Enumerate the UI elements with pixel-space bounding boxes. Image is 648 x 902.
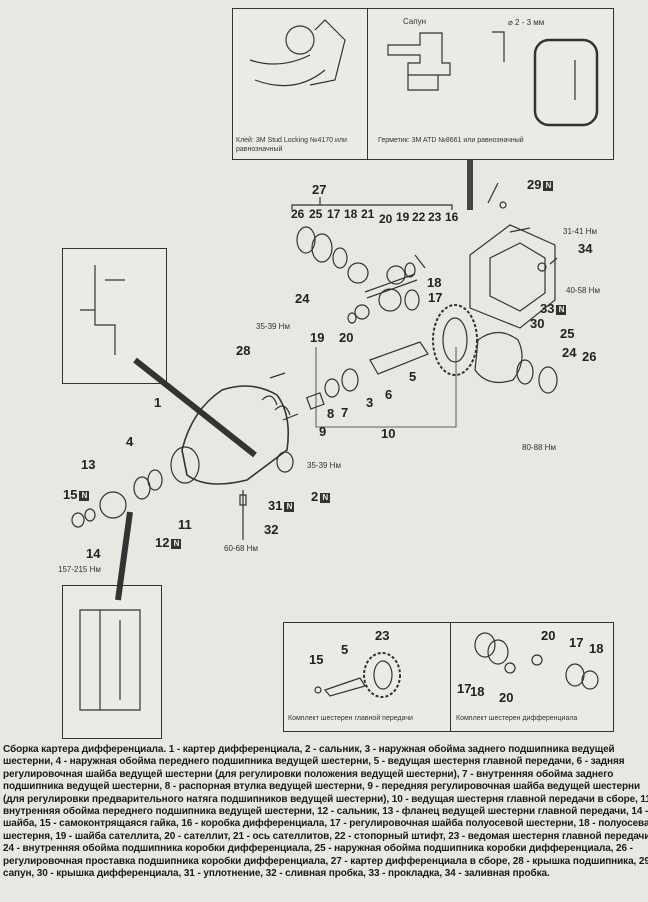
new-part-badge: N: [79, 490, 90, 501]
new-part-badge: N: [284, 501, 295, 512]
part-label: 1: [154, 395, 162, 410]
part-label: 5: [409, 369, 417, 384]
part-label: 17: [428, 290, 443, 305]
part-label: 32: [264, 522, 279, 537]
inset-flange-detail: [62, 248, 167, 384]
inset-seal-detail: [62, 585, 162, 739]
part-label: 24: [562, 345, 577, 360]
inset-differential-gear-set: [450, 622, 614, 732]
part-label: 20: [541, 628, 556, 643]
inset-sealant-caption: Герметик: 3M ATD №8661 или равнозначный: [378, 137, 524, 144]
breather-label: Сапун: [403, 17, 427, 26]
torque-label: 60-68 Нм: [224, 544, 258, 553]
part-label: 6: [385, 387, 393, 402]
torque-label: 40-58 Нм: [566, 286, 600, 295]
part-label: 17: [569, 635, 584, 650]
torque-label: 80-88 Нм: [522, 443, 556, 452]
part-label: 22: [412, 210, 426, 224]
part-label: 25: [309, 207, 323, 221]
part-label: 26: [291, 207, 305, 221]
torque-label: 35-39 Нм: [307, 461, 341, 470]
part-label: 17: [457, 681, 472, 696]
torque-label: 31-41 Нм: [563, 227, 597, 236]
part-label: 18: [589, 641, 604, 656]
differential-gear-set-caption: Комплект шестерен дифференциала: [456, 715, 578, 722]
part-label: 18: [470, 684, 485, 699]
part-label: 21: [361, 207, 375, 221]
part-label: 30: [530, 316, 545, 331]
part-label: 23: [375, 628, 390, 643]
part-label: 18: [344, 207, 358, 221]
new-part-badge: N: [543, 180, 554, 191]
part-label: 9: [319, 424, 327, 439]
diameter-label: ⌀ 2 - 3 мм: [508, 18, 545, 27]
part-label: 27: [312, 182, 327, 197]
part-label: 7: [341, 405, 349, 420]
part-label: 24: [295, 291, 310, 306]
inset-final-drive-gear-set: [283, 622, 452, 732]
part-label: 11: [178, 517, 192, 532]
part-label: 34: [578, 241, 593, 256]
new-part-badge: N: [320, 492, 331, 503]
figure-caption: Сборка картера дифференциала. 1 - картер…: [3, 744, 648, 880]
part-label: 19: [396, 210, 410, 224]
part-label: 8: [327, 406, 335, 421]
part-label: 17: [327, 207, 341, 221]
inset-stud-locking: [232, 8, 369, 160]
part-label: 23: [428, 210, 442, 224]
part-label: 5: [341, 642, 349, 657]
final-drive-gear-set-caption: Комплект шестерен главной передачи: [288, 715, 413, 722]
part-label: 19: [310, 330, 325, 345]
part-label: 14: [86, 546, 101, 561]
part-label: 28: [236, 343, 251, 358]
inset-stud-locking-caption: Клей: 3M Stud Locking №4170 или равнозна…: [236, 137, 347, 153]
part-label: 16: [445, 210, 459, 224]
torque-label: 157-215 Нм: [58, 565, 101, 574]
part-label: 3: [366, 395, 374, 410]
new-part-badge: N: [171, 538, 182, 549]
part-label: 13: [81, 457, 96, 472]
part-label: 10: [381, 426, 396, 441]
torque-label: 35-39 Нм: [256, 322, 290, 331]
part-label: 25: [560, 326, 575, 341]
part-label: 20: [339, 330, 354, 345]
part-label: 15: [309, 652, 324, 667]
new-part-badge: N: [556, 304, 567, 315]
part-label: 4: [126, 434, 134, 449]
part-label: 20: [499, 690, 514, 705]
part-label: 18: [427, 275, 442, 290]
part-label: 20: [379, 212, 393, 226]
part-label: 26: [582, 349, 597, 364]
